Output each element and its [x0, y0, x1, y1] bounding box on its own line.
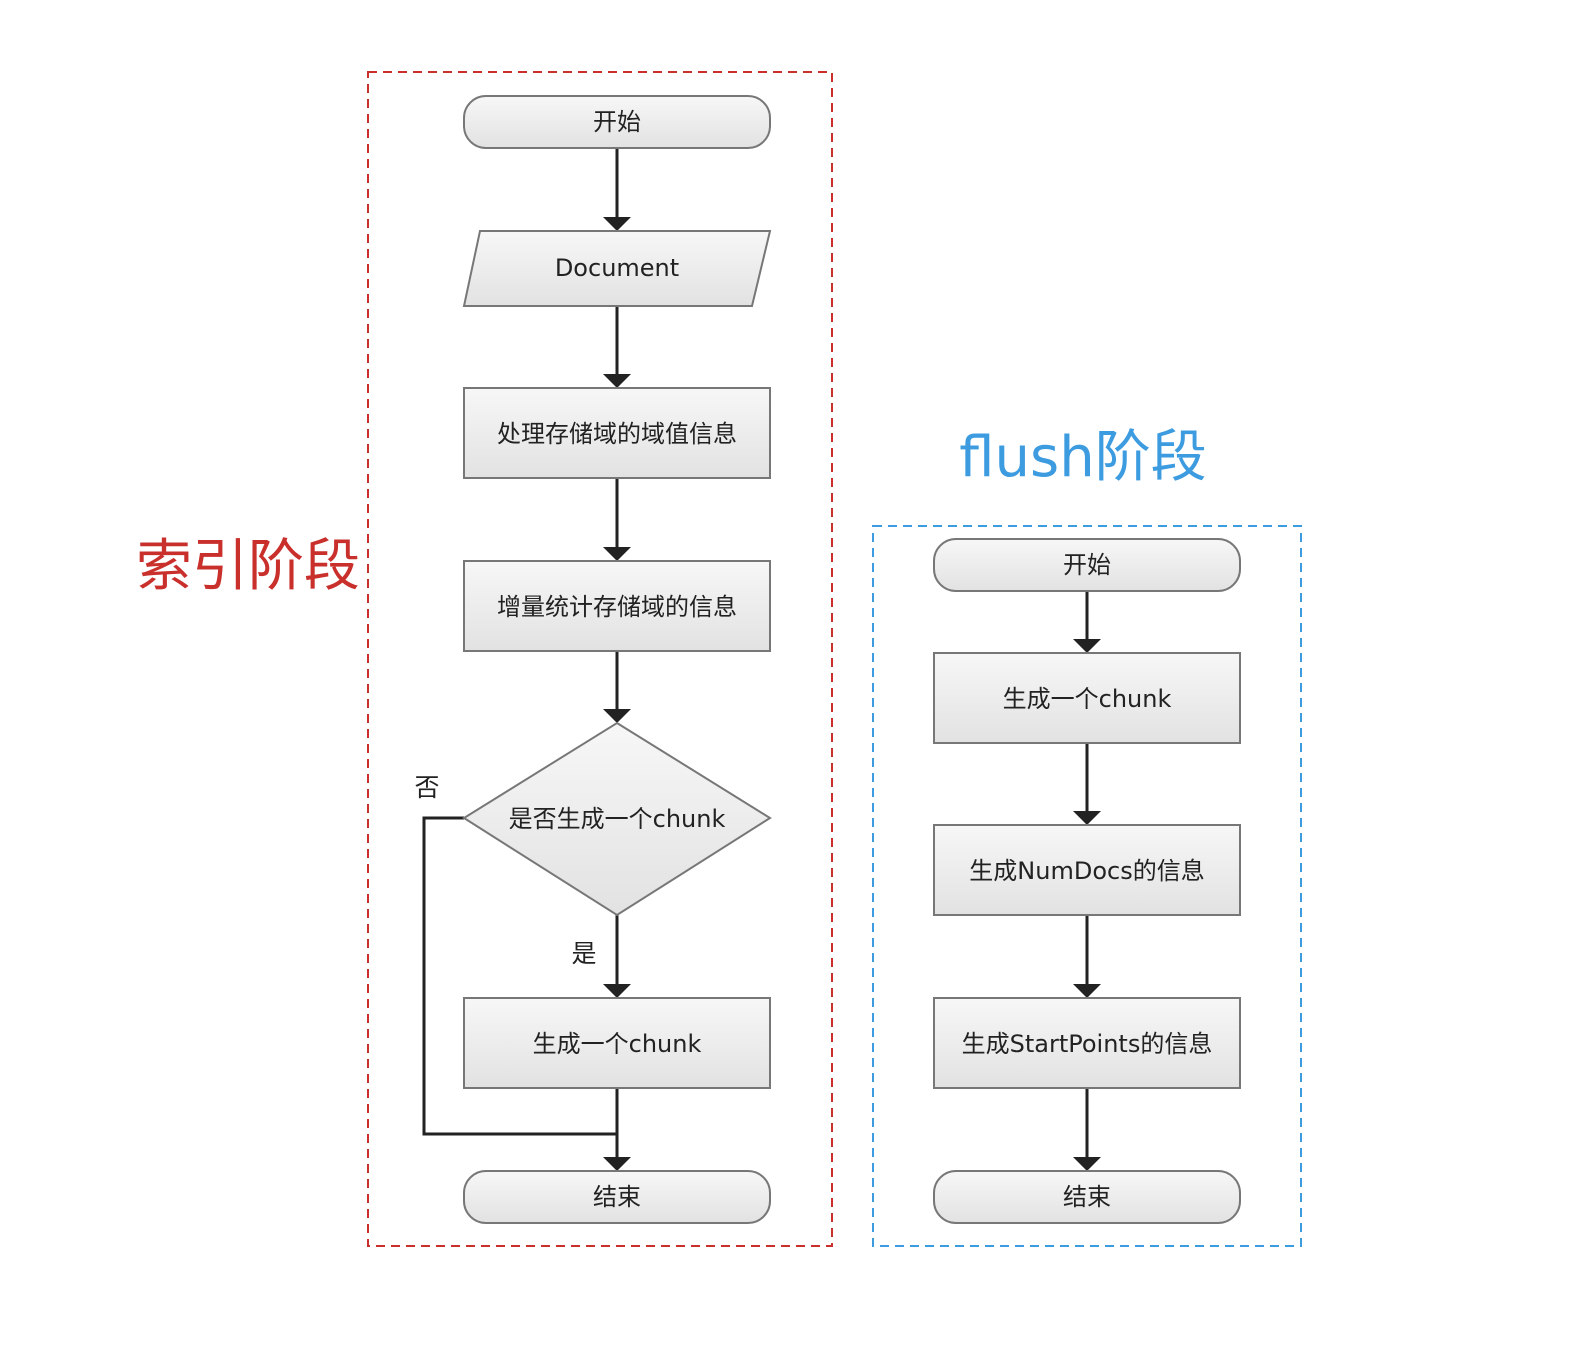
flush-start-label: 开始 [1063, 551, 1111, 579]
flush-gen-chunk-node [933, 652, 1241, 744]
process-stored-fields-node [463, 387, 771, 479]
arrowhead [1073, 639, 1101, 653]
startpoints-node [933, 997, 1241, 1089]
indexing-start-node [463, 95, 771, 149]
flush-gen-chunk-label: 生成一个chunk [1003, 685, 1172, 713]
flush-end-node [933, 1170, 1241, 1224]
indexing-gen-chunk-node [463, 997, 771, 1089]
arrowhead [603, 1157, 631, 1171]
arrowhead [1073, 811, 1101, 825]
document-node [462, 230, 772, 307]
arrowhead [1073, 984, 1101, 998]
arrowhead [603, 374, 631, 388]
flush-start-node [933, 538, 1241, 592]
stat-stored-fields-node [463, 560, 771, 652]
flush-stage-border [872, 525, 1302, 1247]
arrowhead [603, 217, 631, 231]
numdocs-label: 生成NumDocs的信息 [969, 857, 1204, 885]
arrowhead [603, 709, 631, 723]
numdocs-node [933, 824, 1241, 916]
flush-arrowheads [1073, 639, 1101, 1171]
indexing-end-node [463, 1170, 771, 1224]
indexing-start-label: 开始 [593, 108, 641, 136]
indexing-arrowheads [603, 217, 631, 1171]
edge-label-yes: 是 [571, 939, 596, 968]
indexing-stage: 索引阶段 开始 Document 处理存储域的域值信息 增量统计存储域的信息 [136, 71, 833, 1247]
indexing-stage-title: 索引阶段 [136, 534, 360, 599]
decision-node [462, 721, 772, 917]
indexing-stage-border [367, 71, 833, 1247]
edge-label-no: 否 [414, 773, 439, 802]
indexing-gen-chunk-label: 生成一个chunk [533, 1030, 702, 1058]
document-label: Document [555, 254, 679, 282]
flush-end-label: 结束 [1063, 1183, 1111, 1211]
edge-decision-no-loop [422, 816, 617, 1136]
indexing-end-label: 结束 [593, 1183, 641, 1211]
process-stored-fields-label: 处理存储域的域值信息 [497, 420, 737, 448]
flush-stage-title: flush阶段 [959, 425, 1206, 490]
stat-stored-fields-label: 增量统计存储域的信息 [497, 593, 737, 621]
flush-stage: flush阶段 开始 生成一个chunk 生成NumDocs的信息 生成Star… [872, 425, 1302, 1247]
arrowhead [1073, 1157, 1101, 1171]
decision-label: 是否生成一个chunk [509, 805, 726, 833]
startpoints-label: 生成StartPoints的信息 [962, 1030, 1213, 1058]
indexing-edges [422, 148, 619, 1158]
arrowhead [603, 984, 631, 998]
arrowhead [603, 547, 631, 561]
